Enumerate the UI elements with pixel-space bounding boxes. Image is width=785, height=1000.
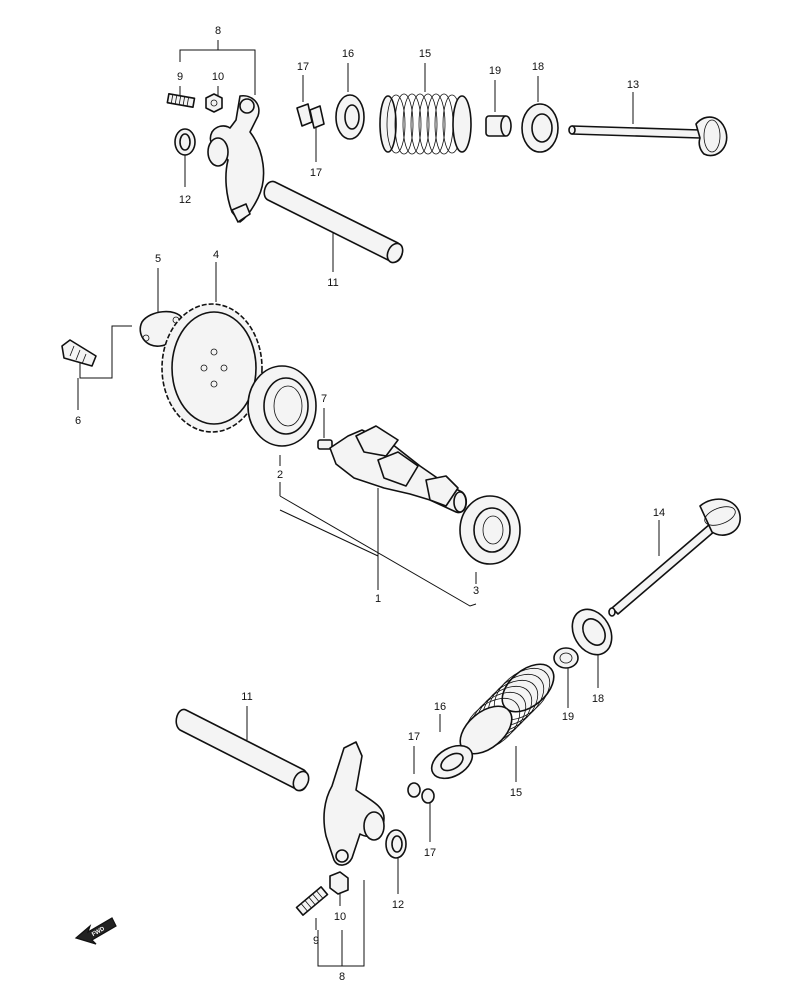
spring-seat-bottom [571,608,613,656]
adjusting-screw-top [166,93,196,108]
label-11-top: 11 [327,277,338,289]
label-17-top-b: 17 [310,167,322,179]
label-2: 2 [277,469,283,481]
spring-retainer-top [335,94,365,140]
part-labels: 8 9 10 12 17 17 16 15 19 18 13 11 5 4 6 … [75,25,665,983]
dowel-pin [317,439,333,450]
adjusting-screw-bottom [295,886,329,916]
rocker-shaft-top [263,180,404,264]
label-8-top: 8 [215,25,221,37]
front-arrow-icon: FWD [74,917,117,945]
label-10-bottom: 10 [334,911,346,923]
washer-bottom [385,829,407,859]
lock-nut-bottom [329,871,349,895]
top-leader-lines [179,40,634,272]
camshaft-bearing-left [247,365,317,447]
label-6: 6 [75,415,81,427]
stem-seal-bottom [553,647,579,669]
camshaft [329,425,468,514]
label-19-top: 19 [489,65,501,77]
valve-cotter-top [296,103,325,129]
sprocket-bolt [61,339,97,367]
label-3: 3 [473,585,479,597]
rocker-shaft-bottom [175,708,310,792]
label-15-top: 15 [419,48,431,60]
label-7: 7 [321,393,327,405]
cam-sprocket [161,303,263,433]
valve-cotter-bottom [407,782,435,804]
spring-retainer-bottom [430,744,474,780]
label-18-bottom: 18 [592,693,604,705]
label-17-bottom-b: 17 [424,847,436,859]
label-17-bottom-a: 17 [408,731,420,743]
label-17-top-a: 17 [297,61,309,73]
valve-spring-top [379,93,472,155]
valve-spring-bottom [459,663,555,755]
label-13: 13 [627,79,639,91]
label-4: 4 [213,249,219,261]
label-11-bottom: 11 [241,691,252,703]
label-12-top: 12 [179,194,191,206]
lock-nut-top [205,93,223,113]
label-9-top: 9 [177,71,183,83]
exhaust-valve [608,498,741,617]
spring-seat-top [521,103,559,153]
label-1: 1 [375,593,381,605]
label-9-bottom: 9 [313,935,319,947]
label-19-bottom: 19 [562,711,574,723]
bottom-leader-lines [246,520,660,967]
rocker-arm-top [207,94,265,223]
label-5: 5 [155,253,161,265]
label-10-top: 10 [212,71,224,83]
label-8-bottom: 8 [339,971,345,983]
rocker-arm-bottom [323,741,385,866]
label-14: 14 [653,507,665,519]
label-18-top: 18 [532,61,544,73]
camshaft-bearing-right [459,495,521,565]
label-16-bottom: 16 [434,701,446,713]
label-12-bottom: 12 [392,899,404,911]
intake-valve [568,116,728,157]
cam-leader-lines [77,262,477,607]
stem-seal-top [485,115,512,137]
label-15-bottom: 15 [510,787,522,799]
washer-top [174,128,196,156]
label-16-top: 16 [342,48,354,60]
